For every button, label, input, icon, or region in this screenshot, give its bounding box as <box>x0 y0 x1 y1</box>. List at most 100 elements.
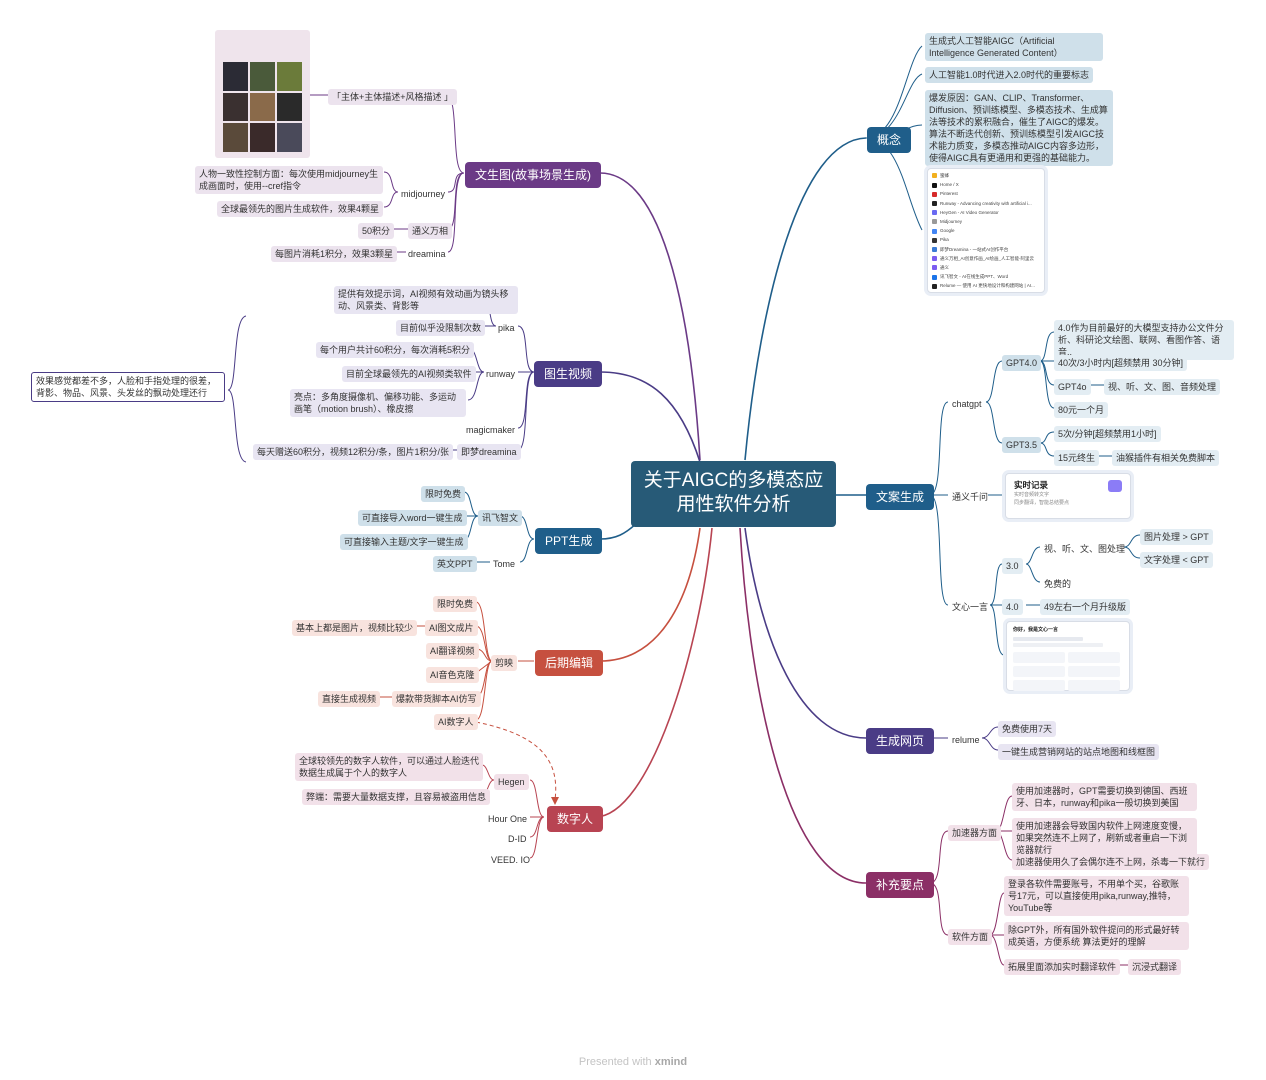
software-tip-3[interactable]: 拓展里面添加实时翻译软件 <box>1004 959 1121 975</box>
gpt4o[interactable]: GPT4o <box>1054 379 1091 395</box>
runway-highlights[interactable]: 亮点：多角度摄像机、偏移功能、多运动画笔（motion brush）、橡皮擦 <box>290 389 466 417</box>
topic-tips[interactable]: 补充要点 <box>866 872 935 898</box>
tongyi-wanxiang-credits[interactable]: 50积分 <box>358 223 395 239</box>
ai-article-note[interactable]: 基本上都是图片，视频比较少 <box>292 620 418 636</box>
gpt40-limit[interactable]: 40次/3小时内[超频禁用 30分钟] <box>1054 355 1188 371</box>
v30-multimodal[interactable]: 视、听、文、图处理 <box>1044 544 1126 554</box>
bookmark-link[interactable]: 蜜蜂 <box>932 171 1040 180</box>
xunfei-free[interactable]: 限时免费 <box>421 486 466 502</box>
jimeng-credits[interactable]: 每天赠送60积分，视频12积分/条，图片1积分/张 <box>253 444 454 460</box>
relume-feature[interactable]: 一键生成营销网站的站点地图和线框图 <box>998 744 1160 760</box>
gpt35-price[interactable]: 15元终生 <box>1054 450 1100 466</box>
central-topic[interactable]: 关于AIGC的多模态应用性软件分析 <box>631 461 836 527</box>
accel-tip-3[interactable]: 加速器使用久了会偶尔连不上网，杀毒一下就行 <box>1012 854 1210 870</box>
bookmark-link[interactable]: Home / X <box>932 180 1040 189</box>
topic-concept[interactable]: 概念 <box>867 127 912 153</box>
suggestion-tile[interactable] <box>1013 666 1065 677</box>
suggestion-tile[interactable] <box>1068 666 1120 677</box>
video-summary[interactable]: 效果感觉都差不多，人脸和手指处理的很差，背影、物品、风景、头发丝的飘动处理还行 <box>31 372 225 402</box>
node-hour-one[interactable]: Hour One <box>488 814 528 824</box>
software-tip-2[interactable]: 除GPT外，所有国外软件提问的形式最好转成英语，方便系统 算法更好的理解 <box>1004 922 1189 950</box>
node-tome[interactable]: Tome <box>493 559 516 569</box>
jianying-free[interactable]: 限时免费 <box>433 596 478 612</box>
concept-item-reason[interactable]: 爆发原因：GAN、CLIP、Transformer、Diffusion、预训练模… <box>925 90 1113 166</box>
software-tip-1[interactable]: 登录各软件需要账号，不用单个买，谷歌账号17元，可以直接使用pika,runwa… <box>1004 876 1189 916</box>
node-gpt40[interactable]: GPT4.0 <box>1002 355 1042 371</box>
midjourney-cref[interactable]: 人物一致性控制方面：每次使用midjourney生成画面时，使用--cref指令 <box>195 166 383 194</box>
node-tongyi-wanxiang[interactable]: 通义万相 <box>408 223 453 239</box>
concept-item-era[interactable]: 人工智能1.0时代进入2.0时代的重要标志 <box>925 67 1094 83</box>
xunfei-topic-input[interactable]: 可直接输入主题/文字一键生成 <box>340 534 468 550</box>
wenxin-v40[interactable]: 4.0 <box>1002 599 1023 615</box>
suggestion-tile[interactable] <box>1013 680 1065 691</box>
bookmark-link[interactable]: 通义万相_AI创意作画_AI绘画_人工智能-阿里云 <box>932 254 1040 263</box>
bookmark-link[interactable]: Pinterest <box>932 189 1040 198</box>
accel-tip-2[interactable]: 使用加速器会导致国内软件上网速度变慢，如果突然连不上网了，刷新或者重启一下浏览器… <box>1012 818 1197 858</box>
runway-credits[interactable]: 每个用户共计60积分，每次消耗5积分 <box>316 342 475 358</box>
jianying-script-rewrite[interactable]: 爆款带货脚本AI仿写 <box>392 691 481 707</box>
hegen-drawback[interactable]: 弊端：需要大量数据支撑，且容易被盗用信息 <box>302 789 491 805</box>
bookmark-link[interactable]: 即梦Dreamina - 一站式AI创作平台 <box>932 245 1040 254</box>
jianying-ai-article-video[interactable]: AI图文成片 <box>425 620 478 636</box>
v30-free[interactable]: 免费的 <box>1044 579 1072 589</box>
topic-digital-human[interactable]: 数字人 <box>547 806 604 832</box>
v30-image-compare[interactable]: 图片处理 > GPT <box>1140 529 1213 545</box>
gpt4o-detail[interactable]: 视、听、文、图、音频处理 <box>1104 379 1221 395</box>
dreamina-cost[interactable]: 每图片消耗1积分，效果3颗星 <box>271 246 398 262</box>
pika-prompt-tip[interactable]: 提供有效提示词，AI视频有效动画为镜头移动、风景类、背影等 <box>334 286 518 314</box>
topic-post-editing[interactable]: 后期编辑 <box>535 650 604 676</box>
xmind-logo[interactable]: xmind <box>654 1056 688 1068</box>
v40-price[interactable]: 49左右一个月升级版 <box>1040 599 1131 615</box>
jianying-ai-translate[interactable]: AI翻译视频 <box>426 643 479 659</box>
node-magicmaker[interactable]: magicmaker <box>466 425 516 435</box>
v30-text-compare[interactable]: 文字处理 < GPT <box>1140 552 1213 568</box>
node-relume[interactable]: relume <box>952 735 980 745</box>
suggestion-tile[interactable] <box>1013 652 1065 663</box>
midjourney-rating[interactable]: 全球最领先的图片生成软件，效果4颗星 <box>217 201 384 217</box>
bookmark-link[interactable]: HeyGen - AI Video Generator <box>932 208 1040 217</box>
node-veed[interactable]: VEED. IO <box>491 855 531 865</box>
bookmark-link[interactable]: Midjourney <box>932 217 1040 226</box>
topic-ppt[interactable]: PPT生成 <box>535 528 603 554</box>
node-jimeng[interactable]: 即梦dreamina <box>457 444 521 460</box>
pika-limit[interactable]: 目前似乎没限制次数 <box>396 320 486 336</box>
node-d-id[interactable]: D-ID <box>508 834 527 844</box>
bookmark-link[interactable]: Relume — 使用 AI 更快地设计和构建网站 | AI... <box>932 281 1040 290</box>
tome-english[interactable]: 英文PPT <box>433 556 477 572</box>
node-midjourney[interactable]: midjourney <box>401 189 446 199</box>
hegen-description[interactable]: 全球较领先的数字人软件，可以通过人脸迭代数据生成属于个人的数字人 <box>295 753 483 781</box>
node-gpt35[interactable]: GPT3.5 <box>1002 437 1042 453</box>
node-dreamina[interactable]: dreamina <box>408 249 446 259</box>
node-wenxin[interactable]: 文心一言 <box>952 602 989 612</box>
node-software[interactable]: 软件方面 <box>948 929 993 945</box>
accel-tip-1[interactable]: 使用加速器时，GPT需要切换到德国、西班牙、日本，runway和pika一般切换… <box>1012 783 1197 811</box>
immersive-translate[interactable]: 沉浸式翻译 <box>1128 959 1182 975</box>
suggestion-tile[interactable] <box>1068 652 1120 663</box>
gpt40-capability[interactable]: 4.0作为目前最好的大模型支持办公文件分析、科研论文绘图、联网、看图作答、语音.… <box>1054 320 1234 360</box>
direct-video[interactable]: 直接生成视频 <box>318 691 381 707</box>
node-hegen[interactable]: Hegen <box>494 774 529 790</box>
bookmark-link[interactable]: 讯飞智文 - AI在线生成PPT、Word <box>932 272 1040 281</box>
runway-rank[interactable]: 目前全球最领先的AI视频类软件 <box>342 366 476 382</box>
bookmark-link[interactable]: 通义 <box>932 263 1040 272</box>
topic-web-generation[interactable]: 生成网页 <box>866 728 935 754</box>
node-runway[interactable]: runway <box>486 369 516 379</box>
node-jianying[interactable]: 剪映 <box>491 655 518 671</box>
node-pika[interactable]: pika <box>498 323 515 333</box>
bookmark-link[interactable]: Google <box>932 226 1040 235</box>
node-accelerator[interactable]: 加速器方面 <box>948 825 1002 841</box>
topic-text-to-image[interactable]: 文生图(故事场景生成) <box>465 162 601 188</box>
bookmark-link[interactable]: Pika <box>932 235 1040 244</box>
xunfei-word-import[interactable]: 可直接导入word一键生成 <box>358 510 467 526</box>
topic-text-generation[interactable]: 文案生成 <box>866 484 935 510</box>
wenxin-v30[interactable]: 3.0 <box>1002 558 1023 574</box>
suggestion-tile[interactable] <box>1068 680 1120 691</box>
gpt40-price[interactable]: 80元一个月 <box>1054 402 1109 418</box>
concept-item-definition[interactable]: 生成式人工智能AIGC（Artificial Intelligence Gene… <box>925 33 1103 61</box>
node-xunfei[interactable]: 讯飞智文 <box>478 510 523 526</box>
bookmark-link[interactable]: Runway - Advancing creativity with artif… <box>932 199 1040 208</box>
gpt35-plugin[interactable]: 油猴插件有相关免费脚本 <box>1112 450 1220 466</box>
prompt-formula[interactable]: 「主体+主体描述+风格描述 」 <box>328 89 458 105</box>
jianying-voice-clone[interactable]: AI音色克隆 <box>426 667 479 683</box>
node-tongyi[interactable]: 通义千问 <box>952 492 989 502</box>
